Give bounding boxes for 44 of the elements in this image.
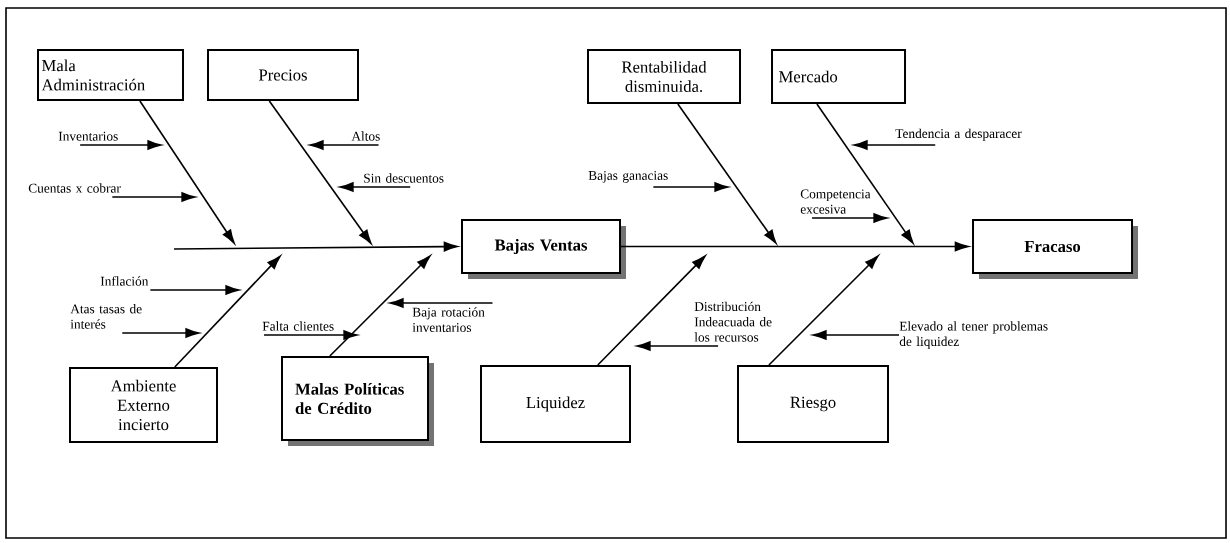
arrow: [812, 330, 900, 340]
arrow: [389, 298, 494, 308]
sub-cause-label: Inflación: [100, 276, 149, 286]
arrow: [811, 213, 888, 223]
arrow: [121, 328, 200, 338]
arrow: [853, 140, 936, 150]
sub-cause-label: Cuentas x cobrar: [28, 183, 121, 193]
cause-box: Mercado: [771, 49, 906, 104]
arrow: [263, 330, 358, 340]
sub-cause-label: Atas tasas de interés: [70, 304, 142, 329]
cause-box: Precios: [207, 49, 359, 101]
cause-box: Ambiente Externo incierto: [69, 367, 218, 443]
arrow: [677, 103, 777, 244]
sub-cause-label: Sin descuentos: [364, 173, 444, 183]
sub-cause-label: Tendencia a desparacer: [895, 128, 1022, 141]
arrow: [79, 140, 162, 150]
arrow: [139, 100, 235, 244]
arrow: [339, 182, 411, 192]
arrow: [268, 100, 372, 244]
arrow: [329, 255, 431, 357]
cause-box: Riesgo: [737, 365, 889, 443]
sub-cause-label: Distribución Indeacuada de los recursos: [694, 301, 772, 342]
arrow: [768, 255, 879, 366]
arrow: [597, 255, 706, 366]
arrow: [816, 103, 914, 244]
effect-box: Bajas Ventas: [461, 219, 626, 279]
arrow: [636, 341, 719, 351]
sub-cause-label: Baja rotación inventarios: [412, 307, 485, 332]
cause-box: Rentabilidad disminuida.: [587, 49, 741, 104]
cause-box: Liquidez: [480, 365, 631, 443]
arrow: [149, 285, 240, 295]
effect-box: Fracaso: [972, 219, 1138, 279]
arrow: [652, 182, 729, 192]
effect-box: Malas Políticas de Crédito: [281, 356, 434, 446]
sub-cause-label: Altos: [351, 131, 380, 141]
sub-cause-label: Competencia excesiva: [800, 189, 871, 214]
arrow: [174, 255, 281, 368]
sub-cause-label: Inventarios: [58, 131, 118, 141]
cause-box: Mala Administración: [37, 49, 184, 101]
sub-cause-label: Elevado al tener problemas de liquidez: [899, 321, 1048, 349]
arrow: [111, 192, 196, 202]
sub-cause-label: Bajas ganacias: [588, 171, 668, 183]
sub-cause-label: Falta clientes: [262, 321, 334, 331]
arrow: [309, 140, 380, 150]
